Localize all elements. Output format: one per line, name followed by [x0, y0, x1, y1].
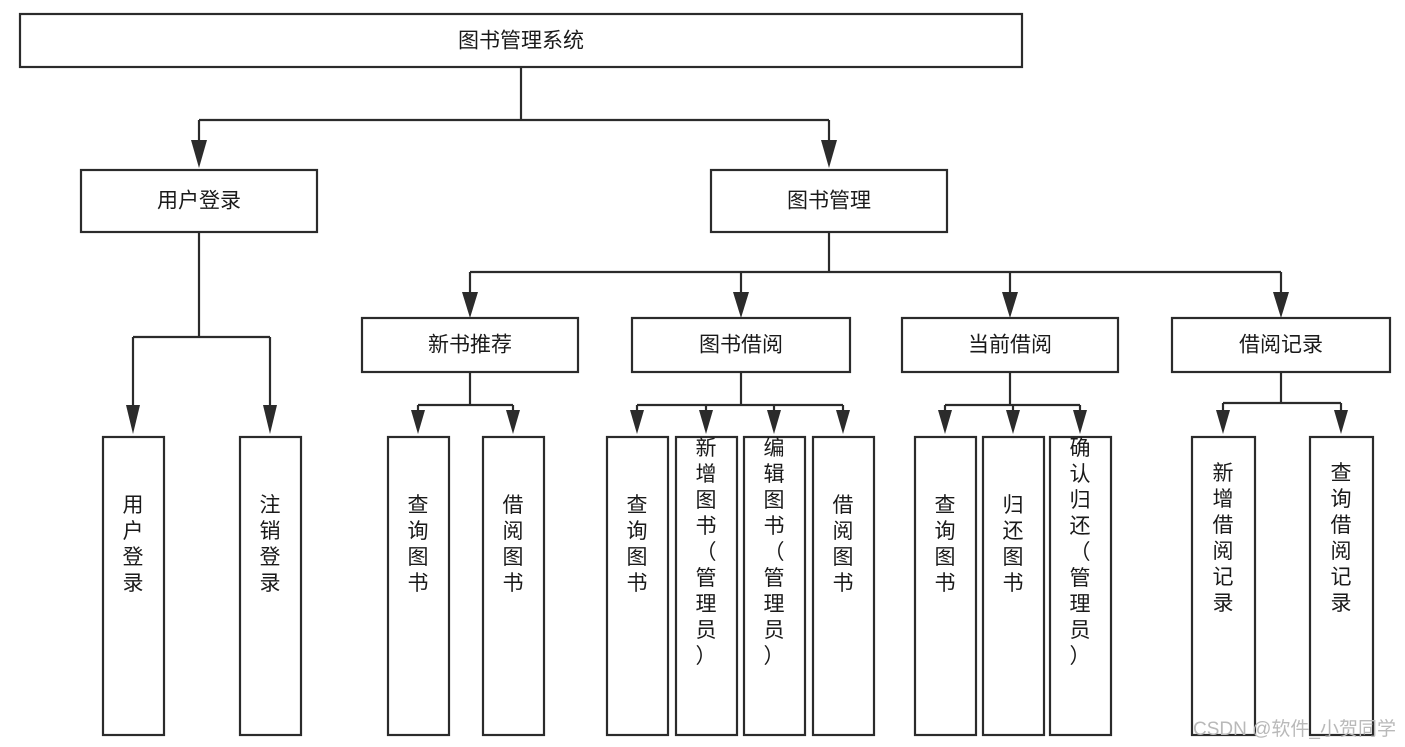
watermark-label: CSDN @软件_小贺同学 [1193, 718, 1396, 740]
arrow-head-book-mgmt [821, 140, 837, 168]
leaf-current-borrow-1[interactable]: 查询图书 [913, 435, 978, 737]
leaf-book-borrow-2[interactable]: 新增图书（管理员） [674, 435, 739, 737]
arrow-head-current-borrow [1002, 292, 1018, 318]
node-borrow-record[interactable]: 借阅记录 [1170, 316, 1392, 374]
node-root-label: 图书管理系统 [458, 30, 584, 53]
arrow-head-book-borrow [733, 292, 749, 318]
leaf-book-borrow-2-label: 新增图书（管理员） [696, 437, 717, 668]
arrow-head-new-book-leaf-1 [411, 410, 425, 434]
leaf-book-borrow-3-box[interactable] [742, 435, 807, 737]
leaf-new-book-1-box[interactable] [386, 435, 451, 737]
node-new-book-recommend[interactable]: 新书推荐 [360, 316, 580, 374]
leaf-book-borrow-3[interactable]: 编辑图书（管理员） [742, 435, 807, 737]
arrow-head-new-book-leaf-2 [506, 410, 520, 434]
node-book-borrow[interactable]: 图书借阅 [630, 316, 852, 374]
arrow-head-current-borrow-leaf-3 [1073, 410, 1087, 434]
leaf-book-borrow-1-box[interactable] [605, 435, 670, 737]
leaf-book-borrow-4-label: 借阅图书 [833, 494, 854, 595]
connectors-layer [126, 67, 1348, 434]
leaf-borrow-record-2-label: 查询借阅记录 [1331, 462, 1352, 615]
arrow-head-book-borrow-leaf-2 [699, 410, 713, 434]
node-user-login[interactable]: 用户登录 [79, 168, 319, 234]
leaf-borrow-record-2-box[interactable] [1308, 435, 1375, 737]
node-book-borrow-box[interactable] [630, 316, 852, 374]
leaf-new-book-2[interactable]: 借阅图书 [481, 435, 546, 737]
leaf-new-book-2-box[interactable] [481, 435, 546, 737]
arrow-head-user-login-leaf-2 [263, 405, 277, 434]
node-user-login-label: 用户登录 [157, 190, 241, 213]
arrow-head-user-login-leaf-1 [126, 405, 140, 434]
leaf-current-borrow-1-label: 查询图书 [935, 494, 956, 595]
leaf-user-login-2-box[interactable] [238, 435, 303, 737]
arrow-head-book-borrow-leaf-4 [836, 410, 850, 434]
node-user-login-box[interactable] [79, 168, 319, 234]
arrow-head-current-borrow-leaf-2 [1006, 410, 1020, 434]
node-current-borrow-box[interactable] [900, 316, 1120, 374]
leaf-current-borrow-2[interactable]: 归还图书 [981, 435, 1046, 737]
node-book-management-label: 图书管理 [787, 190, 871, 213]
arrow-head-book-borrow-leaf-1 [630, 410, 644, 434]
leaf-book-borrow-2-box[interactable] [674, 435, 739, 737]
leaf-book-borrow-3-label: 编辑图书（管理员） [764, 437, 785, 668]
leaf-borrow-record-2[interactable]: 查询借阅记录 [1308, 435, 1375, 737]
node-new-book-recommend-label: 新书推荐 [428, 334, 512, 357]
node-current-borrow-label: 当前借阅 [968, 334, 1052, 357]
leaf-current-borrow-3-box[interactable] [1048, 435, 1113, 737]
leaf-borrow-record-1[interactable]: 新增借阅记录 [1190, 435, 1257, 737]
arrow-head-borrow-record-leaf-1 [1216, 410, 1230, 434]
arrow-head-user-login [191, 140, 207, 168]
leaf-book-borrow-4[interactable]: 借阅图书 [811, 435, 876, 737]
leaf-current-borrow-3[interactable]: 确认归还（管理员） [1048, 435, 1113, 737]
arrow-head-borrow-record-leaf-2 [1334, 410, 1348, 434]
leaf-current-borrow-1-box[interactable] [913, 435, 978, 737]
arrow-head-book-borrow-leaf-3 [767, 410, 781, 434]
node-book-management-box[interactable] [709, 168, 949, 234]
leaf-user-login-1[interactable]: 用户登录 [101, 435, 166, 737]
node-book-management[interactable]: 图书管理 [709, 168, 949, 234]
leaf-user-login-1-label: 用户登录 [123, 494, 144, 595]
leaf-current-borrow-2-box[interactable] [981, 435, 1046, 737]
leaf-user-login-2-label: 注销登录 [260, 494, 281, 595]
leaf-borrow-record-1-label: 新增借阅记录 [1213, 462, 1234, 615]
leaf-current-borrow-3-label: 确认归还（管理员） [1070, 437, 1091, 668]
node-borrow-record-box[interactable] [1170, 316, 1392, 374]
leaf-new-book-2-label: 借阅图书 [503, 494, 524, 595]
leaf-new-book-1-label: 查询图书 [408, 494, 429, 595]
node-new-book-recommend-box[interactable] [360, 316, 580, 374]
leaf-book-borrow-4-box[interactable] [811, 435, 876, 737]
leaf-borrow-record-1-box[interactable] [1190, 435, 1257, 737]
node-root-box[interactable] [18, 12, 1024, 69]
arrow-head-borrow-record [1273, 292, 1289, 318]
leaf-book-borrow-1-label: 查询图书 [627, 494, 648, 595]
node-root[interactable]: 图书管理系统 [18, 12, 1024, 69]
leaf-new-book-1[interactable]: 查询图书 [386, 435, 451, 737]
leaf-current-borrow-2-label: 归还图书 [1003, 494, 1024, 595]
node-borrow-record-label: 借阅记录 [1239, 334, 1323, 357]
leaf-user-login-2[interactable]: 注销登录 [238, 435, 303, 737]
arrow-head-current-borrow-leaf-1 [938, 410, 952, 434]
leaf-user-login-1-box[interactable] [101, 435, 166, 737]
node-current-borrow[interactable]: 当前借阅 [900, 316, 1120, 374]
leaf-book-borrow-1[interactable]: 查询图书 [605, 435, 670, 737]
arrow-head-new-book [462, 292, 478, 318]
node-book-borrow-label: 图书借阅 [699, 334, 783, 357]
